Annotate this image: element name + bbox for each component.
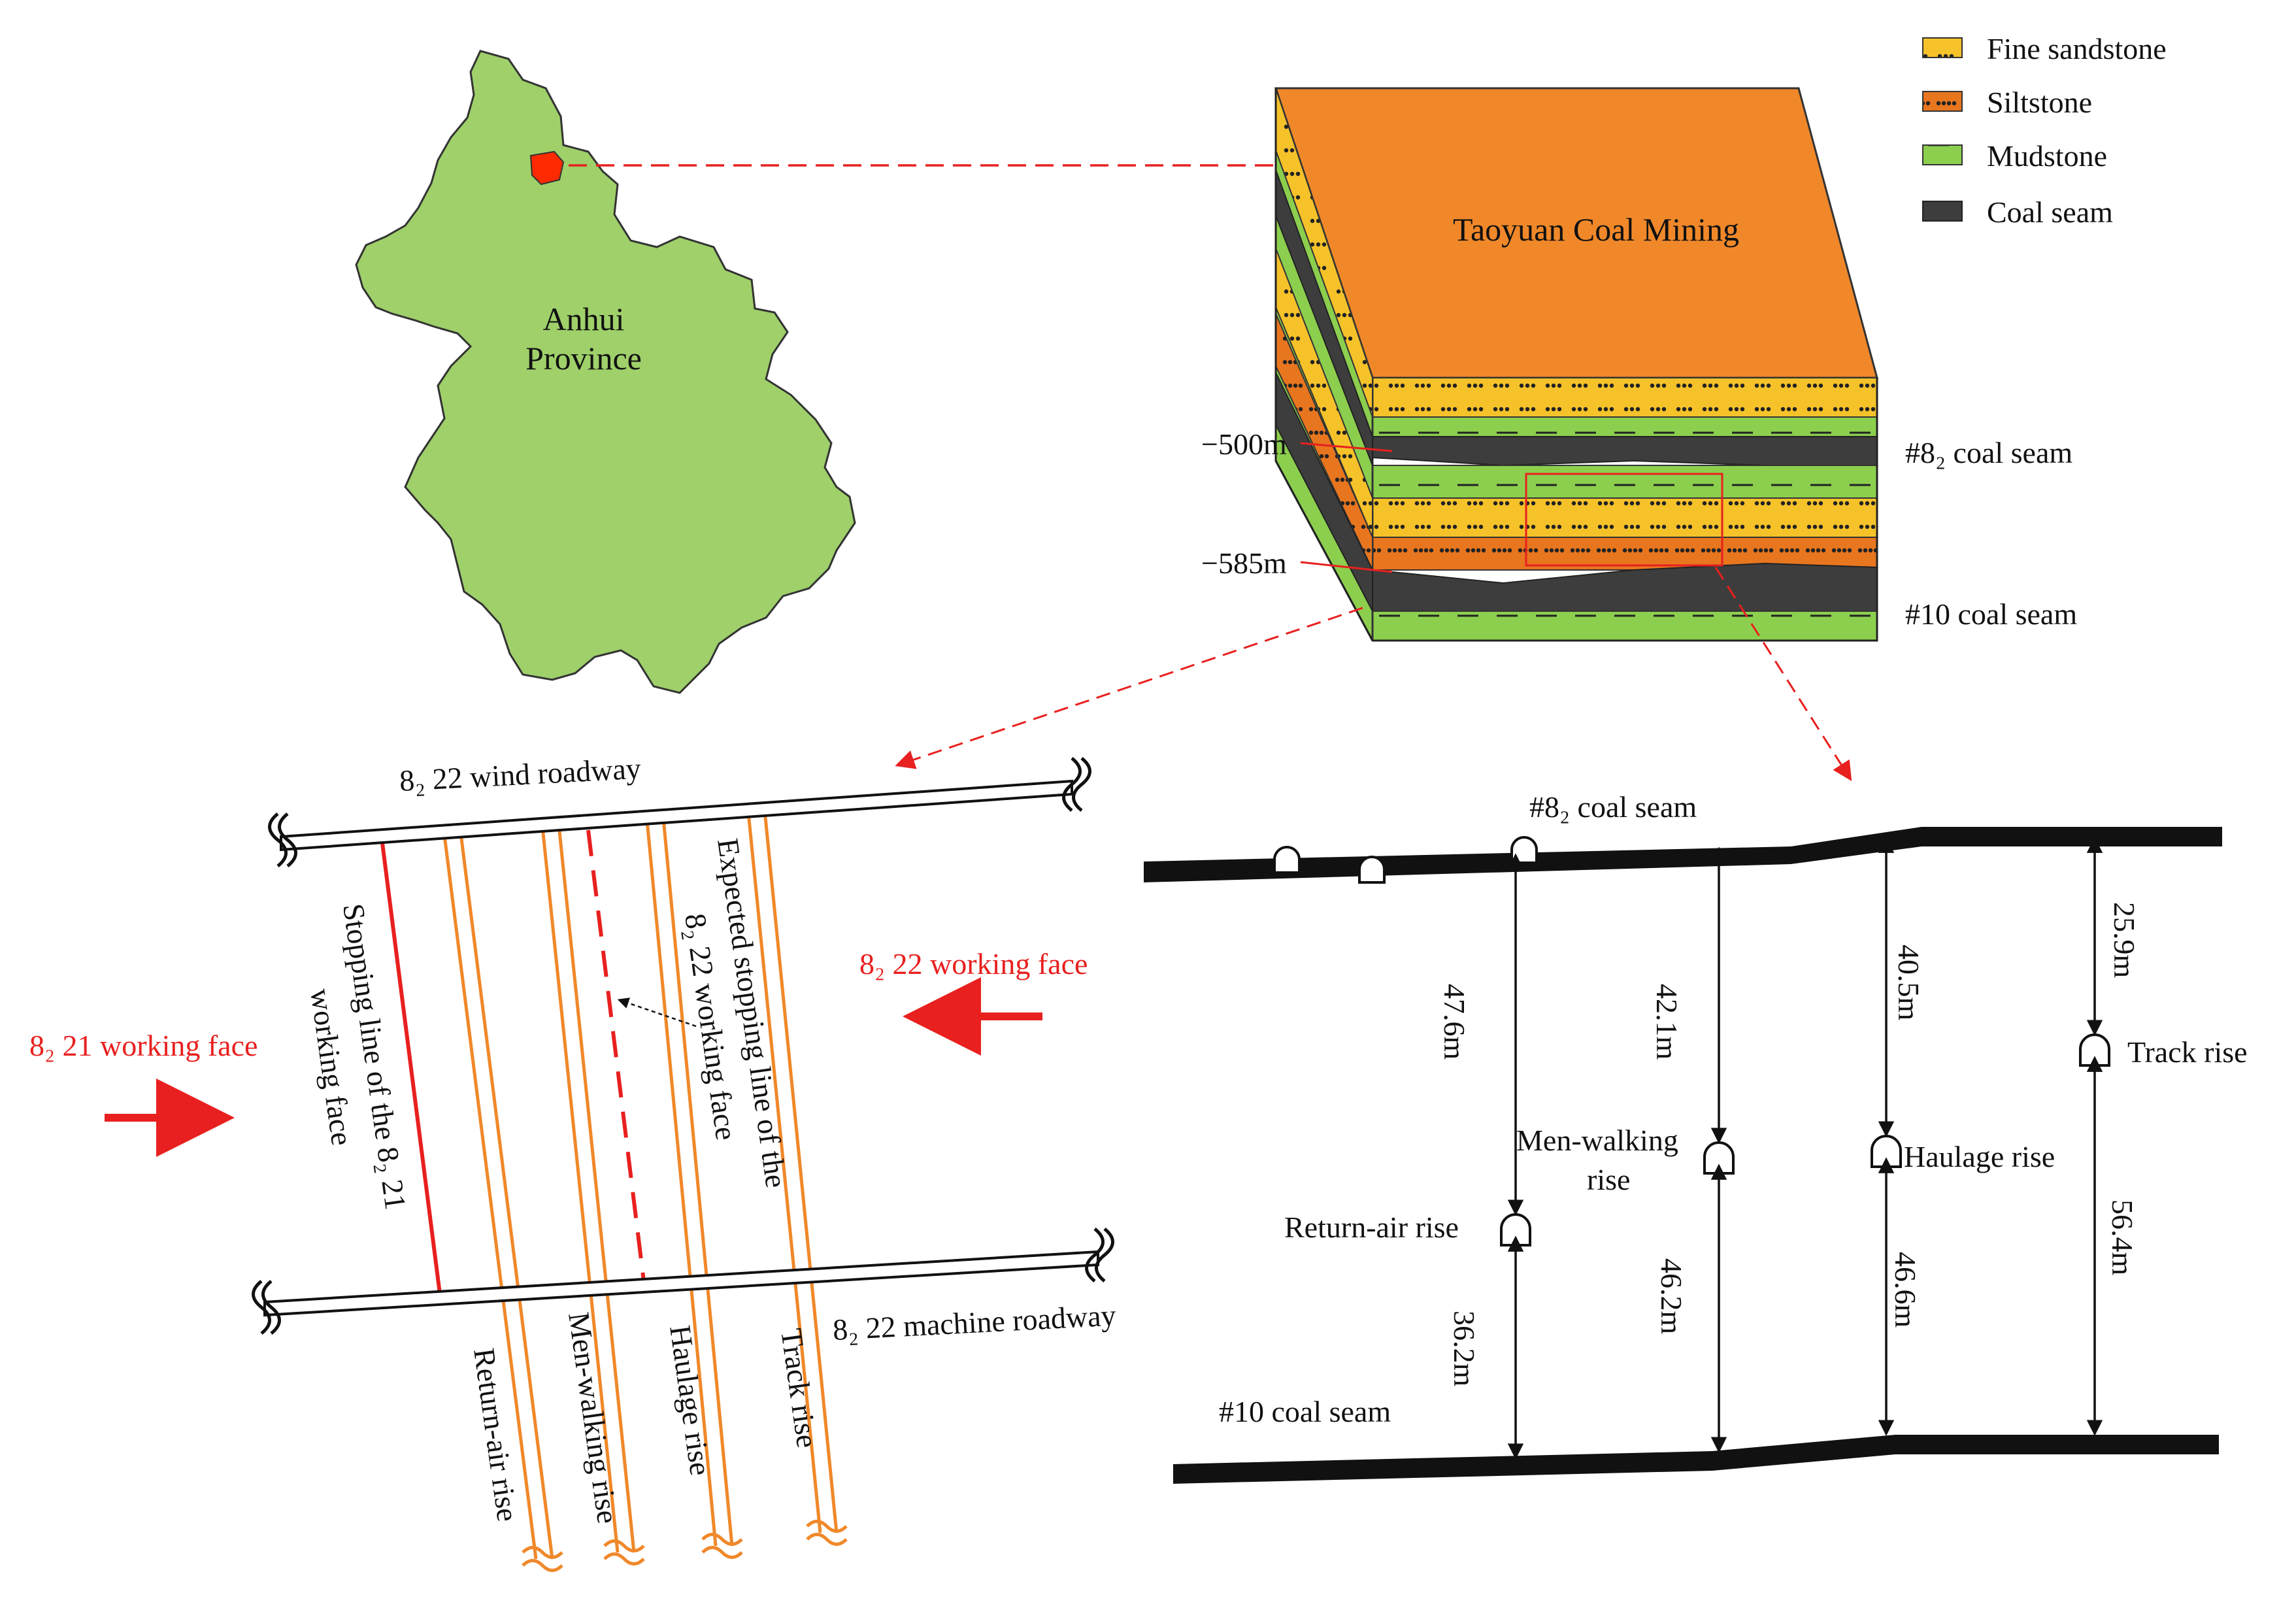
stopping-line-8221 (380, 843, 443, 1305)
section-seam-upper (1144, 827, 2222, 882)
legend-label-fine-sandstone: Fine sandstone (1987, 32, 2167, 65)
study-area-box (1525, 473, 1723, 567)
section-seam-lower (1173, 1435, 2219, 1484)
plan-rise-return-air: Return-air rise (467, 1346, 525, 1523)
layer-mudstone-bottom (1372, 611, 1878, 641)
anhui-map: Anhui Province (355, 50, 856, 694)
dist-return-air-down: 36.2m (1448, 1311, 1481, 1387)
block-seam-lower-label: #10 coal seam (1905, 597, 2077, 631)
dist-track-up: 25.9m (2108, 902, 2141, 979)
expected-pointer-arrow (617, 997, 697, 1028)
men-walking-tunnel-icon (1703, 1141, 1735, 1175)
legend: Fine sandstone Siltstone Mudstone Coal s… (1922, 32, 2167, 229)
layer-coal-8-2 (1372, 436, 1878, 467)
roadway-break-symbols (252, 757, 1114, 1335)
stopping-8221-label-line1: Stopping line of the 8₂ 21 (337, 901, 412, 1212)
legend-swatch-coal-seam (1922, 201, 1963, 222)
taoyuan-site-marker (529, 150, 565, 186)
plan-rise-haulage: Haulage rise (663, 1323, 718, 1477)
face-8222-label: 8₂ 22 working face (859, 947, 1088, 980)
depth-585-leader (1300, 561, 1393, 573)
rise-lines (442, 810, 839, 1560)
depth-500-leader (1300, 442, 1393, 452)
section-seam-lower-label: #10 coal seam (1219, 1395, 1391, 1428)
legend-swatch-mudstone (1922, 144, 1963, 165)
expected-stopping-line-8222 (586, 829, 646, 1282)
face-8221-label: 8₂ 21 working face (29, 1029, 258, 1062)
geological-block: Taoyuan Coal Mining −500m −585m #8₂ coal… (1201, 87, 2077, 642)
cross-section: #8₂ coal seam #10 coal seam 47.6m 36.2m … (1144, 790, 2248, 1484)
dist-track-down: 56.4m (2106, 1199, 2139, 1276)
dist-haulage-up: 40.5m (1892, 945, 1925, 1021)
return-air-tunnel-icon (1500, 1213, 1531, 1246)
wind-roadway (280, 779, 1073, 852)
rise-wavy-ends (522, 1520, 848, 1572)
legend-label-mudstone: Mudstone (1987, 139, 2107, 173)
stopping-8221-label-line2: working face (304, 986, 359, 1147)
block-to-plan-connector (895, 607, 1363, 769)
dimension-arrows (1507, 837, 2103, 1460)
depth-585-label: −585m (1201, 546, 1287, 580)
dist-men-walking-down: 46.2m (1655, 1258, 1688, 1335)
layer-fine-sandstone-mid (1372, 497, 1878, 538)
dist-haulage-down: 46.6m (1889, 1252, 1922, 1328)
depth-500-label: −500m (1201, 427, 1287, 461)
section-return-air-label: Return-air rise (1284, 1211, 1459, 1244)
block-seam-upper-label: #8₂ coal seam (1905, 436, 2072, 469)
tunnel-icons (1273, 836, 2110, 1246)
legend-swatch-siltstone (1922, 91, 1963, 112)
block-outline (1274, 88, 1878, 642)
layer-mudstone-1 (1372, 416, 1878, 437)
section-men-walking-label-line1: Men-walking (1516, 1124, 1678, 1157)
section-haulage-label: Haulage rise (1904, 1140, 2055, 1173)
dist-return-air-up: 47.6m (1438, 984, 1471, 1060)
legend-label-siltstone: Siltstone (1987, 86, 2092, 119)
section-seam-upper-label: #8₂ coal seam (1529, 790, 1697, 824)
block-to-section-connector (1714, 567, 1852, 782)
section-men-walking-label-line2: rise (1587, 1163, 1630, 1196)
machine-roadway-label: 8₂ 22 machine roadway (832, 1298, 1117, 1347)
block-title: Taoyuan Coal Mining (1453, 211, 1739, 248)
province-label-line1: Anhui (543, 301, 625, 337)
anhui-province-shape (355, 50, 856, 694)
legend-label-coal-seam: Coal seam (1987, 195, 2113, 229)
wind-roadway-label: 8₂ 22 wind roadway (399, 752, 642, 797)
plan-view: 8₂ 22 wind roadway 8₂ 22 machine roadway… (29, 752, 1117, 1572)
province-label-line2: Province (525, 340, 642, 376)
haulage-tunnel-icon (1871, 1135, 1902, 1168)
plan-rise-men-walking: Men-walking rise (562, 1310, 625, 1526)
track-tunnel-icon (2079, 1033, 2110, 1067)
legend-swatch-fine-sandstone (1922, 37, 1963, 58)
dist-men-walking-up: 42.1m (1650, 984, 1684, 1060)
layer-mudstone-2 (1372, 465, 1878, 499)
layer-fine-sandstone-top (1372, 377, 1878, 418)
section-track-label: Track rise (2127, 1035, 2248, 1069)
